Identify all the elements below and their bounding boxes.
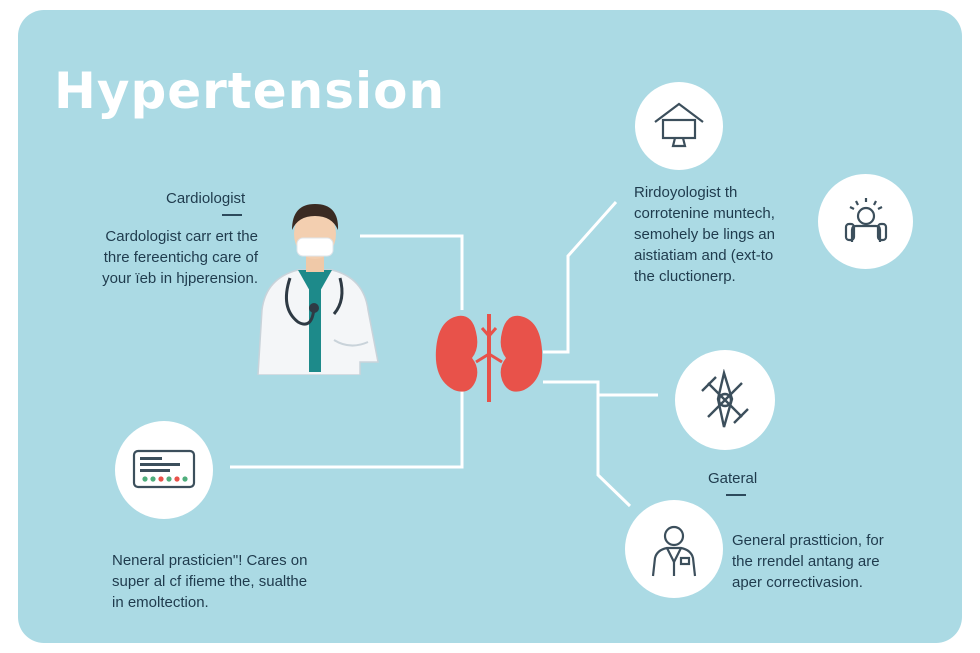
cardiologist-doctor-illustration [257, 204, 379, 375]
tool-icon-circle [675, 350, 775, 450]
cardiologist-description: Cardologist carr ert the thre fereentich… [102, 228, 258, 287]
general-label: Gateral [708, 470, 758, 487]
cardiologist-label: Cardiologist [166, 190, 246, 207]
blood-pressure-monitor-icon [132, 449, 196, 489]
general-practitioner-description: Neneral prasticien"! Cares on super al c… [112, 552, 308, 611]
cardiologist-dash [222, 214, 242, 216]
crossed-tools-icon [701, 369, 749, 428]
general-dash [726, 494, 746, 496]
page-title: Hypertension [54, 62, 446, 120]
person-icon-circle [818, 174, 913, 269]
person-raising-hands-icon [844, 197, 887, 242]
top-right-description: Rirdoyologist th corrotenine muntech, se… [634, 184, 775, 285]
monitor-icon-circle [115, 421, 213, 519]
doctor-silhouette-icon [651, 525, 697, 577]
infographic-panel: Hypertension Cardiologist Cardologist ca… [18, 10, 962, 643]
house-icon-circle [635, 82, 723, 170]
house-monitor-icon [654, 102, 704, 148]
doctor-icon-circle [625, 500, 723, 598]
kidneys-icon [435, 314, 543, 402]
connector-lines [230, 201, 658, 508]
general-description: General prastticion, for the rrendel ant… [732, 532, 884, 591]
